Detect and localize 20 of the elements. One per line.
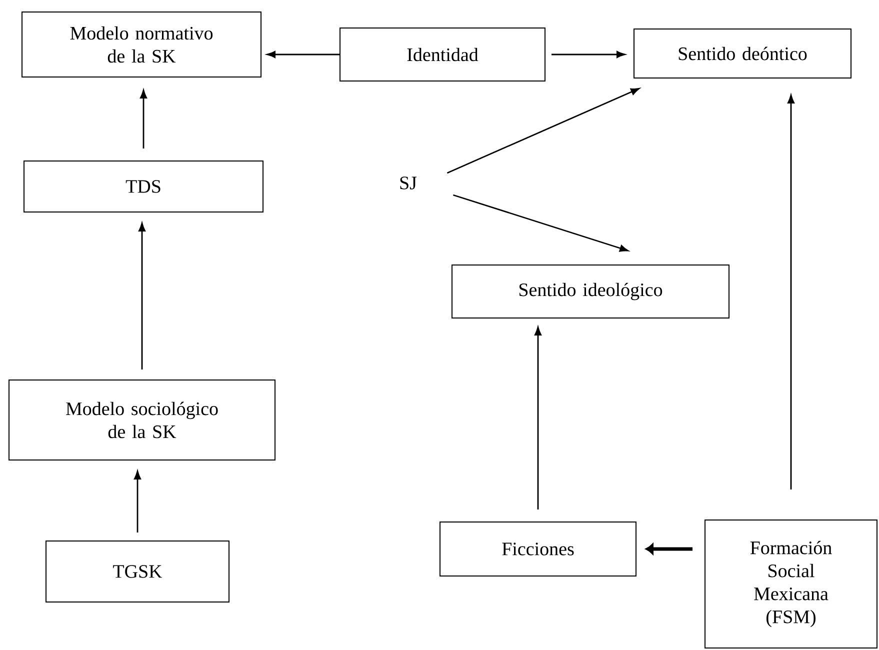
- process-box: Sentido ideológico: [452, 264, 730, 318]
- arrow: [534, 326, 542, 510]
- arrow: [446, 88, 640, 174]
- process-box: Modelo normativo de la SK: [22, 12, 262, 78]
- process-box: Ficciones: [440, 521, 636, 576]
- arrow: [552, 50, 626, 58]
- process-box: Formación Social Mexicana (FSM): [704, 519, 878, 648]
- process-box: Sentido deóntico: [634, 28, 852, 78]
- process-box: TGSK: [46, 540, 230, 602]
- arrow: [140, 90, 147, 148]
- arrow: [453, 194, 628, 252]
- arrow: [134, 470, 141, 532]
- arrow: [646, 544, 692, 554]
- node-label: SJ: [400, 176, 417, 190]
- arrow: [266, 50, 340, 58]
- arrow: [788, 94, 794, 490]
- process-box: Modelo sociológico de la SK: [8, 379, 276, 460]
- arrow: [138, 222, 146, 370]
- process-box: TDS: [24, 160, 264, 212]
- process-box: Identidad: [340, 28, 546, 82]
